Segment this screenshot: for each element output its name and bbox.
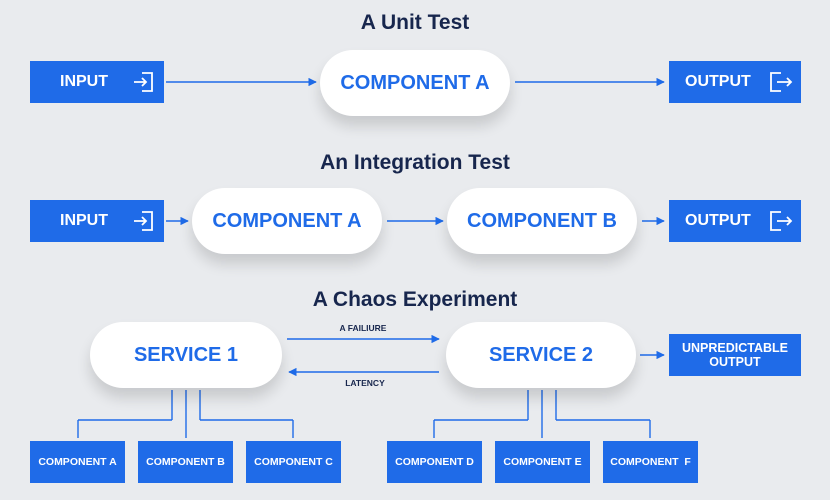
component-e-box: COMPONENT E: [495, 441, 590, 483]
component-a-box: COMPONENT A: [30, 441, 125, 483]
unit-output-label: OUTPUT: [685, 72, 751, 90]
login-icon: [134, 72, 153, 92]
component-b-box: COMPONENT B: [138, 441, 233, 483]
unit-component-a: COMPONENT A: [320, 50, 510, 116]
integration-test-title: An Integration Test: [320, 151, 510, 174]
unpredictable-output-box: UNPREDICTABLE OUTPUT: [669, 334, 801, 376]
integration-output-label: OUTPUT: [685, 211, 751, 229]
service-2: SERVICE 2: [446, 322, 636, 388]
logout-icon: [770, 211, 793, 231]
integration-input-box: INPUT: [30, 200, 164, 242]
unit-output-box: OUTPUT: [669, 61, 801, 103]
unit-test-title: A Unit Test: [360, 11, 470, 34]
integration-input-label: INPUT: [60, 211, 108, 229]
unit-input-label: INPUT: [60, 72, 108, 90]
unit-input-box: INPUT: [30, 61, 164, 103]
integration-component-b: COMPONENT B: [447, 188, 637, 254]
component-f-box: COMPONENT F: [603, 441, 698, 483]
integration-output-box: OUTPUT: [669, 200, 801, 242]
component-d-box: COMPONENT D: [387, 441, 482, 483]
integration-component-a: COMPONENT A: [192, 188, 382, 254]
failure-label: A FAILIURE: [339, 323, 387, 333]
login-icon: [134, 211, 153, 231]
component-c-box: COMPONENT C: [246, 441, 341, 483]
logout-icon: [770, 72, 793, 92]
service-1: SERVICE 1: [90, 322, 282, 388]
latency-label: LATENCY: [345, 378, 385, 388]
chaos-experiment-title: A Chaos Experiment: [312, 288, 518, 311]
